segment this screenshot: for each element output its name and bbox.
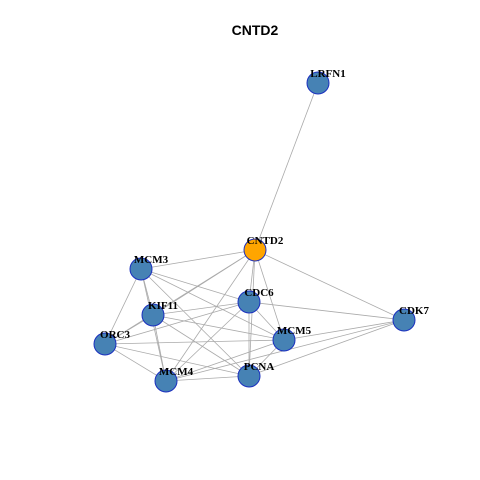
node-label-mcm3: MCM3 [134, 254, 169, 266]
edge-cntd2-orc3 [104, 249, 256, 345]
edge-cntd2-mcm4 [165, 249, 256, 382]
node-label-cdk7: CDK7 [399, 305, 429, 317]
edge-mcm5-mcm4 [165, 339, 285, 382]
edge-mcm3-cdc6 [140, 268, 250, 303]
node-cdk7 [392, 308, 416, 332]
edge-orc3-pcna [104, 343, 250, 377]
edge-orc3-mcm4 [104, 343, 167, 382]
edge-pcna-mcm4 [165, 375, 250, 382]
node-lrfn1 [306, 71, 330, 95]
edge-cdc6-cdk7 [248, 301, 405, 321]
node-kif11 [141, 303, 165, 327]
edge-kif11-mcm5 [152, 314, 285, 341]
node-label-cdc6: CDC6 [244, 287, 274, 299]
node-label-mcm5: MCM5 [277, 325, 312, 337]
node-pcna [237, 364, 261, 388]
edge-orc3-mcm5 [104, 339, 285, 345]
edge-mcm3-mcm5 [140, 268, 285, 341]
node-mcm4 [154, 369, 178, 393]
node-label-pcna: PCNA [244, 361, 275, 373]
node-label-orc3: ORC3 [100, 329, 130, 341]
edge-kif11-cdc6 [152, 301, 250, 316]
node-cntd2 [243, 238, 267, 262]
edge-layer [104, 82, 405, 382]
node-label-mcm4: MCM4 [159, 366, 194, 378]
edge-lrfn1-cntd2 [254, 82, 319, 251]
edge-pcna-cdk7 [248, 319, 405, 377]
node-label-cntd2: CNTD2 [247, 235, 284, 247]
node-label-lrfn1: LRFN1 [310, 68, 345, 80]
node-layer [93, 71, 416, 393]
edge-cntd2-mcm3 [140, 249, 256, 270]
edge-cntd2-mcm5 [254, 249, 285, 341]
node-mcm5 [272, 328, 296, 352]
edge-mcm3-orc3 [104, 268, 142, 345]
edge-cntd2-cdk7 [254, 249, 405, 321]
edge-cdc6-orc3 [104, 301, 250, 345]
edge-mcm5-cdk7 [283, 319, 405, 341]
node-cdc6 [237, 290, 261, 314]
node-mcm3 [129, 257, 153, 281]
node-label-kif11: KIF11 [148, 300, 178, 312]
diagram-title: CNTD2 [232, 22, 279, 38]
node-orc3 [93, 332, 117, 356]
